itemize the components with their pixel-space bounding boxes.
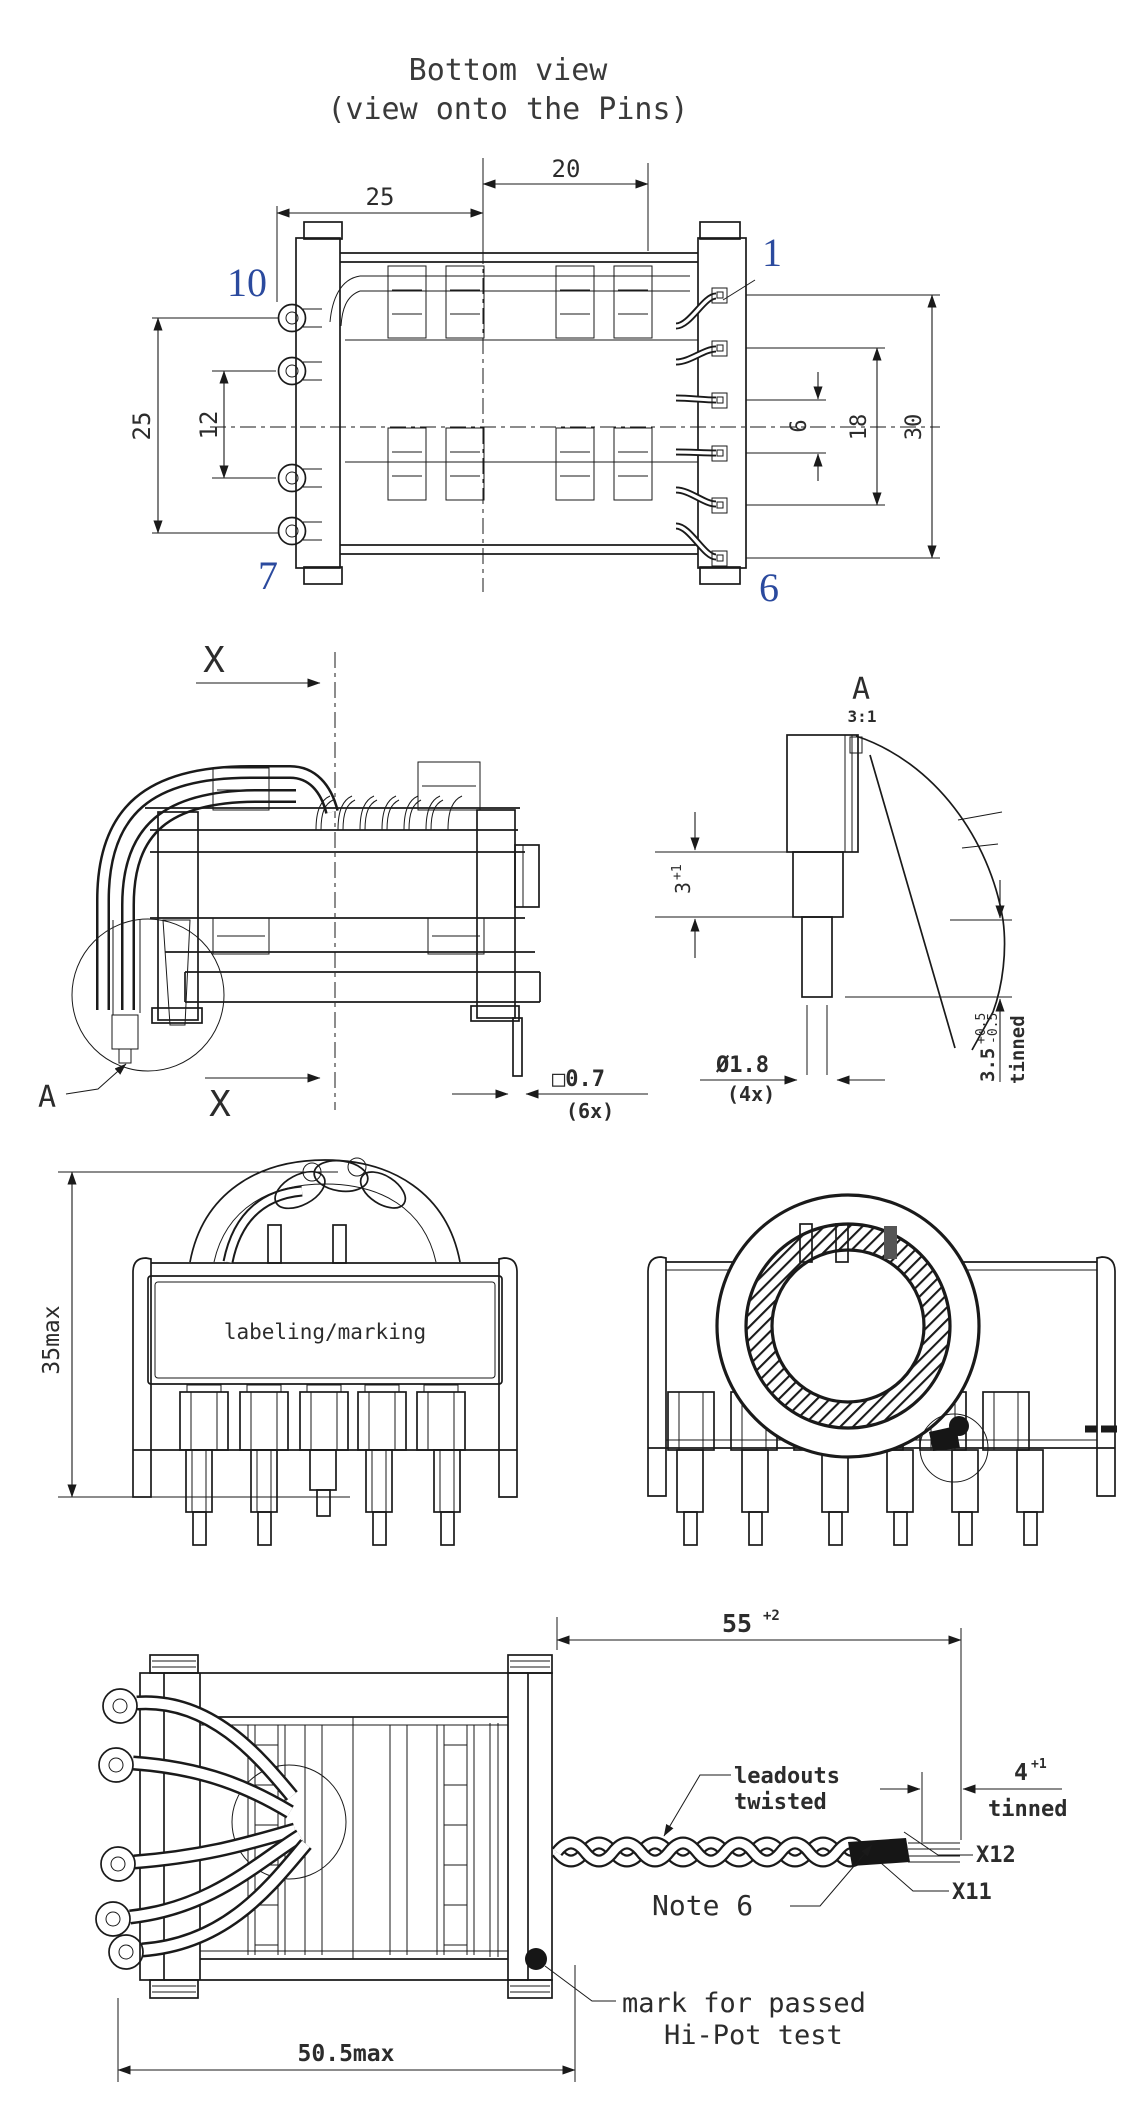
dimension-3-5-tinned: 3.5 +0.5 -0.5 tinned <box>845 880 1029 1084</box>
dim-text-square: □0.7 <box>552 1067 605 1092</box>
dim-text-55: 55 <box>722 1609 752 1638</box>
dim-text-12: 12 <box>195 411 223 440</box>
assembly-body <box>139 1654 553 1999</box>
pin1-leader <box>722 279 756 301</box>
dimension-25-left: 25 <box>128 317 278 534</box>
leadouts-twisted-label: leadouts twisted <box>663 1764 840 1837</box>
dimension-50-5max: 50.5max <box>117 1965 576 2082</box>
dimensions-right: 6 18 30 <box>746 294 940 559</box>
detail-a-title: A <box>852 672 870 707</box>
pin-row <box>711 287 728 567</box>
dimension-55: 55 +2 <box>556 1608 962 1840</box>
x11-label: X11 <box>952 1880 992 1905</box>
dimension-25-top: 25 <box>276 163 484 302</box>
title-block: Bottom view (view onto the Pins) <box>327 53 688 127</box>
toroid-post-right <box>835 1223 849 1263</box>
toroid-mark-callout <box>919 1413 1117 1483</box>
assembly-leadout-view: 55 +2 4 +1 tinned leadouts twisted Note … <box>95 1608 1067 2082</box>
hipot-label-line1: mark for passed <box>622 1988 866 2019</box>
dim-text-3-5-tol-minus: -0.5 <box>986 1013 1001 1044</box>
leadout-wires <box>95 1688 347 1970</box>
dim-text-30: 30 <box>902 414 927 441</box>
dim-text-25-left: 25 <box>128 412 156 441</box>
pin-number-10: 10 <box>227 260 267 305</box>
dim-text-6: 6 <box>787 419 812 432</box>
x12-callout: X12 <box>903 1831 1016 1868</box>
labeling-marking-text: labeling/marking <box>224 1320 426 1344</box>
dim-text-25-top: 25 <box>366 183 395 211</box>
dim-text-50-5max: 50.5max <box>298 2041 395 2067</box>
leadouts-label-line1: leadouts <box>734 1764 840 1789</box>
dimension-square-0-7: □0.7 (6x) <box>452 1067 648 1123</box>
toroid-view <box>647 1193 1117 1546</box>
dim-text-dia-qty: (4x) <box>727 1082 775 1106</box>
pin-number-6: 6 <box>759 565 779 610</box>
hipot-mark-callout: mark for passed Hi-Pot test <box>525 1948 866 2051</box>
twisted-leadout <box>551 1836 960 1868</box>
transformer-body <box>277 221 747 585</box>
dim-text-3: 3 <box>671 882 695 894</box>
title-line2: (view onto the Pins) <box>327 92 688 127</box>
dimension-12-left: 12 <box>195 370 276 479</box>
detail-a-callout: A <box>38 918 225 1115</box>
tinned-label-detail: tinned <box>1007 1015 1029 1084</box>
title-line1: Bottom view <box>409 53 609 88</box>
dim-text-55-tol: +2 <box>763 1608 780 1624</box>
dim-text-3-tol: +1 <box>670 864 685 880</box>
dim-text-4-tol: +1 <box>1031 1757 1047 1772</box>
dim-text-3-5: 3.5 <box>977 1048 999 1082</box>
pin-number-7: 7 <box>258 553 278 598</box>
dim-text-20: 20 <box>552 155 581 183</box>
detail-a-view: A 3:1 3 +1 Ø1.8 (4x) <box>655 672 1029 1106</box>
winding-blocks <box>387 265 653 501</box>
dimension-3-plus1: 3 +1 <box>655 812 802 958</box>
tinned-tips <box>908 1842 960 1863</box>
front-wire-bundle <box>189 1157 461 1264</box>
dimension-35max: 35max <box>39 1171 350 1498</box>
dimension-dia-1-8: Ø1.8 (4x) <box>700 1005 885 1106</box>
dim-text-18: 18 <box>847 414 872 441</box>
front-pin-stubs <box>179 1384 466 1451</box>
dim-text-square-qty: (6x) <box>566 1099 614 1123</box>
dimension-20-top: 20 <box>482 155 649 251</box>
hipot-mark-dot <box>525 1948 547 1970</box>
toroid-pins <box>676 1449 1044 1546</box>
dimension-4-tinned: 4 +1 tinned <box>880 1757 1067 1842</box>
x11-callout: X11 <box>880 1862 992 1905</box>
pin-fan-traces <box>675 292 717 561</box>
toroid-core <box>715 1193 981 1459</box>
solder-pin <box>512 1017 523 1077</box>
leadout-loops <box>95 1688 144 1970</box>
section-x-top-label: X <box>203 640 225 681</box>
leadouts-label-line2: twisted <box>734 1790 827 1815</box>
front-pins <box>185 1449 461 1546</box>
dim-text-35max: 35max <box>39 1305 65 1374</box>
hipot-label-line2: Hi-Pot test <box>664 2020 843 2051</box>
dim-text-4: 4 <box>1014 1760 1028 1786</box>
dim-text-3-5-tol-plus: +0.5 <box>974 1013 989 1044</box>
side-view-xx: X X <box>38 640 648 1125</box>
note-6-label: Note 6 <box>652 1889 753 1922</box>
x12-label: X12 <box>976 1843 1016 1868</box>
section-x-bottom-label: X <box>209 1084 231 1125</box>
toroid-dark-post <box>884 1226 897 1259</box>
toroid-post-left <box>799 1223 813 1263</box>
detail-a-ref-label: A <box>38 1080 56 1115</box>
bottom-view: 25 20 25 12 6 18 30 10 1 <box>128 155 940 610</box>
pin-number-1: 1 <box>762 230 782 275</box>
detail-a-pin <box>786 734 1006 1051</box>
side-body <box>145 761 541 1077</box>
tinned-label-assembly: tinned <box>988 1797 1067 1822</box>
dim-text-dia: Ø1.8 <box>715 1053 769 1078</box>
solder-lugs <box>277 303 322 546</box>
note-6-callout: Note 6 <box>652 1844 873 1922</box>
detail-a-scale: 3:1 <box>848 707 877 726</box>
front-view-labeling: 35max labeling/marking <box>39 1157 518 1546</box>
